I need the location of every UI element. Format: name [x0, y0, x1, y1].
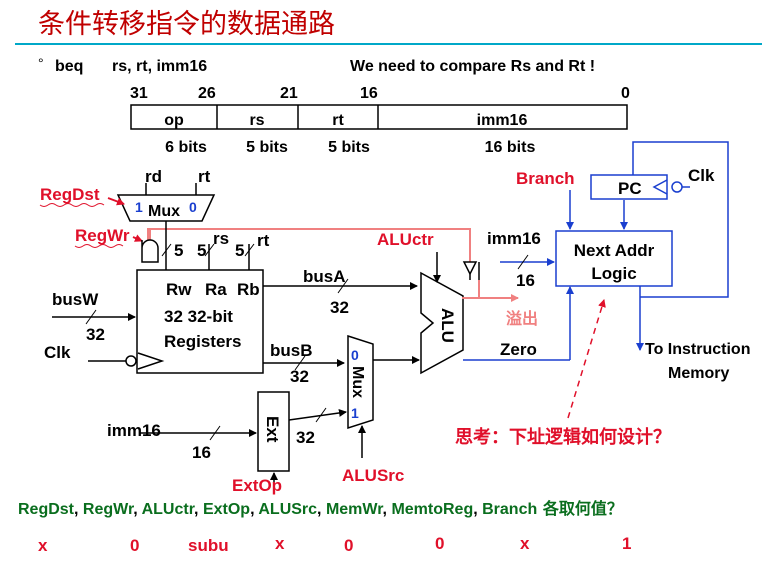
field-width: 16 bits: [485, 139, 536, 156]
width-5: 5: [174, 241, 183, 260]
svg-text:Ra: Ra: [205, 280, 227, 299]
svg-text:Next Addr: Next Addr: [574, 241, 655, 260]
signal-value: x: [275, 534, 285, 553]
extop-label: ExtOp: [232, 476, 282, 495]
svg-text:1: 1: [135, 199, 143, 215]
signal-value: subu: [188, 536, 229, 555]
signal-name: ExtOp: [203, 501, 250, 518]
zero-label: Zero: [500, 340, 537, 359]
clk-label-right: Clk: [688, 166, 715, 185]
signal-value: x: [520, 534, 530, 553]
svg-text:0: 0: [351, 347, 359, 363]
bullet-marker: °: [38, 55, 44, 71]
busb-label: busB: [270, 341, 313, 360]
instruction-operands: rs, rt, imm16: [112, 58, 207, 75]
bit-position: 21: [280, 85, 298, 102]
svg-text:32 32-bit: 32 32-bit: [164, 307, 233, 326]
instruction-opcode: beq: [55, 58, 83, 75]
rs-label: rs: [213, 229, 229, 248]
aluctr-label: ALUctr: [377, 230, 434, 249]
control-signals: RegDst, RegWr, ALUctr, ExtOp, ALUSrc, Me…: [18, 499, 623, 518]
imm16-input-width: 16: [192, 443, 211, 462]
field-imm16: imm16: [477, 112, 528, 129]
alu: ALU: [420, 271, 464, 375]
imm16-input-label: imm16: [107, 421, 161, 440]
svg-text:Registers: Registers: [164, 332, 241, 351]
regdst-mux: Mux 1 0: [116, 194, 216, 222]
signal-value: 1: [622, 534, 631, 553]
signal-value: 0: [435, 534, 444, 553]
slide-title: 条件转移指令的数据通路: [38, 9, 335, 39]
field-rs: rs: [249, 112, 264, 129]
signal-name: ALUctr: [142, 501, 195, 518]
svg-text:0: 0: [189, 199, 197, 215]
rt-label: rt: [257, 231, 270, 250]
bit-position: 31: [130, 85, 148, 102]
bit-position: 26: [198, 85, 216, 102]
signal-name: MemtoReg: [391, 501, 473, 518]
pc-register: PC: [590, 174, 668, 200]
alusrc-mux: Mux 0 1: [347, 334, 374, 430]
branch-label: Branch: [516, 169, 575, 188]
next-addr-logic: Next Addr Logic: [555, 230, 673, 287]
svg-text:Mux: Mux: [148, 203, 180, 220]
field-op: op: [164, 112, 184, 129]
imm16-top-width: 16: [516, 271, 535, 290]
register-file: Rw Ra Rb 32 32-bit Registers: [136, 269, 264, 374]
svg-text:PC: PC: [618, 179, 642, 198]
extender: Ext: [257, 391, 290, 472]
busb-width: 32: [290, 367, 309, 386]
imm16-top-label: imm16: [487, 229, 541, 248]
width-5: 5: [235, 241, 244, 260]
signal-value: x: [38, 536, 48, 555]
signal-values: x 0 subu x 0 0 x 1: [38, 534, 631, 555]
bit-position: 16: [360, 85, 378, 102]
field-rt: rt: [332, 112, 344, 129]
alusrc-label: ALUSrc: [342, 466, 404, 485]
write-enable-gate: [141, 239, 159, 263]
instruction-format: 31 26 21 16 0 op rs rt imm16 6 bits 5 bi…: [130, 85, 630, 156]
busw-width: 32: [86, 325, 105, 344]
busa-width: 32: [330, 298, 349, 317]
svg-text:1: 1: [351, 405, 359, 421]
busa-label: busA: [303, 267, 346, 286]
signal-value: 0: [344, 536, 353, 555]
to-instruction-memory: To Instruction: [645, 341, 750, 358]
overflow-label: 溢出: [506, 309, 538, 328]
signal-name: RegWr: [83, 501, 134, 518]
regdst-label: RegDst: [40, 185, 100, 204]
bit-position: 0: [621, 85, 630, 102]
field-width: 5 bits: [328, 139, 370, 156]
svg-text:ALU: ALU: [438, 308, 457, 343]
svg-text:RegDst, RegWr, ALUctr, ExtOp,: RegDst, RegWr, ALUctr, ExtOp, ALUSrc, Me…: [18, 499, 623, 518]
format-box: [130, 104, 628, 130]
field-width: 5 bits: [246, 139, 288, 156]
question-text: 思考：下址逻辑如何设计？: [455, 426, 671, 447]
signal-value: 0: [130, 536, 139, 555]
svg-text:Logic: Logic: [591, 264, 636, 283]
signal-name: MemWr: [326, 501, 383, 518]
busw-label: busW: [52, 290, 99, 309]
signal-name: ALUSrc: [258, 501, 317, 518]
svg-text:Ext: Ext: [263, 416, 282, 443]
rt-label: rt: [198, 167, 211, 186]
clk-label-left: Clk: [44, 343, 71, 362]
field-width: 6 bits: [165, 139, 207, 156]
width-5: 5: [197, 241, 206, 260]
signal-name: RegDst: [18, 501, 75, 518]
signal-name: Branch: [482, 501, 537, 518]
to-instruction-memory: Memory: [668, 365, 729, 382]
svg-text:Rw: Rw: [166, 280, 192, 299]
rd-label: rd: [145, 167, 162, 186]
instruction-note: We need to compare Rs and Rt !: [350, 58, 595, 75]
signal-question: 各取何值？: [542, 499, 623, 518]
regwr-label: RegWr: [75, 226, 130, 245]
svg-text:Rb: Rb: [237, 280, 260, 299]
svg-text:Mux: Mux: [349, 366, 366, 398]
ext-output-width: 32: [296, 428, 315, 447]
